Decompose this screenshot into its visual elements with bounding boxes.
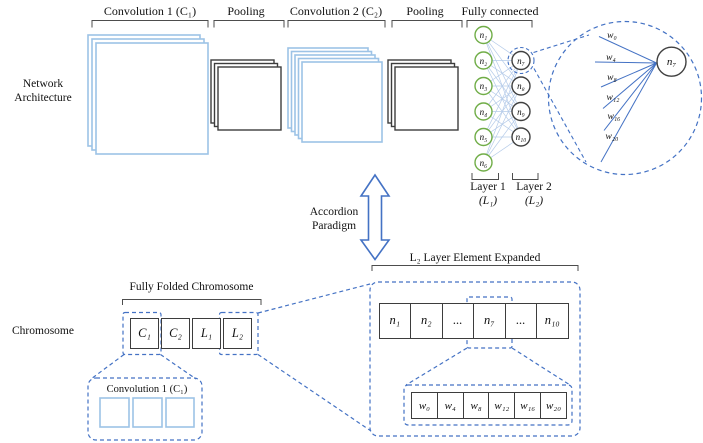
n7-lens-circle bbox=[507, 46, 535, 75]
pooling2-feature-maps bbox=[387, 59, 459, 131]
layer2-node-circles bbox=[511, 50, 531, 147]
node-label-n5: n₅ bbox=[479, 132, 488, 142]
stage-title-fully-connected: Fully connected bbox=[461, 3, 539, 18]
node-label-n9: n₉ bbox=[517, 106, 525, 117]
bracket-fully-connected bbox=[466, 20, 533, 28]
weight-cell: w₈ bbox=[462, 393, 489, 418]
gene-cell: ... bbox=[441, 303, 474, 338]
bracket-convolution2 bbox=[287, 20, 386, 28]
layer2-caption: Layer 2 bbox=[516, 181, 552, 193]
conv1-feature-maps bbox=[87, 34, 209, 155]
gene-cell: n₇ bbox=[473, 303, 505, 338]
stage-brackets bbox=[91, 20, 579, 305]
gene-cell: n₂ bbox=[410, 303, 442, 338]
conv1-expanded-box bbox=[87, 377, 203, 441]
weights-expanded-box bbox=[403, 384, 573, 426]
weight-label-w8: w₈ bbox=[607, 73, 617, 83]
network-architecture-label: Network Architecture bbox=[14, 78, 72, 104]
bracket-folded-chromosome bbox=[122, 299, 262, 305]
node-label-n8: n₈ bbox=[517, 81, 525, 91]
layer2-symbol: (L₂) bbox=[524, 194, 544, 207]
bracket-convolution1 bbox=[91, 20, 209, 28]
accordion-caption-line2: Paradigm bbox=[311, 219, 357, 232]
node-label-n6: n₆ bbox=[479, 157, 488, 168]
weight-cell: w₀ bbox=[418, 399, 430, 412]
bracket-l2-expanded bbox=[371, 265, 579, 271]
gene-cell: n₁ bbox=[389, 313, 401, 327]
pooling1-feature-maps bbox=[210, 59, 282, 131]
layer1-symbol: (L₁) bbox=[478, 194, 498, 207]
n7-expansion-lines bbox=[405, 347, 571, 386]
layer1-caption: Layer 1 bbox=[470, 181, 506, 193]
chromosome-cell-c1: C₁ bbox=[130, 317, 159, 349]
weight-cell: w₁₆ bbox=[514, 393, 540, 418]
node-label-n1: n₁ bbox=[479, 30, 488, 40]
weight-label-w20: w₂₀ bbox=[605, 132, 619, 142]
expanded-node-label: n₇ bbox=[666, 55, 677, 68]
weights-row: w₀ w₄ w₈ w₁₂ w₁₆ w₂₀ bbox=[411, 392, 567, 419]
bracket-pooling2 bbox=[391, 20, 463, 28]
bracket-layer1 bbox=[471, 173, 499, 180]
n7-expanded-circle bbox=[656, 46, 687, 77]
accordion-caption-line1: Accordion bbox=[309, 205, 359, 218]
node-label-n3: n₃ bbox=[479, 81, 488, 91]
chromosome-cell-c2: C₂ bbox=[161, 317, 190, 349]
node-label-n7: n₇ bbox=[517, 55, 525, 66]
l2-gene-row: n₁ n₂ ... n₇ ... n₁₀ bbox=[378, 302, 569, 339]
conv2-feature-maps bbox=[287, 47, 383, 143]
conv1-expanded-title: Convolution 1 (C₁) bbox=[106, 383, 188, 395]
weight-label-w4: w₄ bbox=[606, 52, 616, 63]
stage-title-convolution1: Convolution 1 (C₁) bbox=[103, 3, 197, 18]
chromosome-cell-l2: L₂ bbox=[223, 317, 252, 349]
expanded-view-circle bbox=[547, 20, 703, 176]
stage-title-pooling2: Pooling bbox=[406, 3, 444, 18]
node-label-n2: n₂ bbox=[479, 55, 488, 66]
gene-cell: n₁₀ bbox=[536, 303, 568, 338]
node-label-n4: n₄ bbox=[479, 106, 488, 117]
l2-expansion-lines bbox=[257, 283, 372, 432]
chromosome-label: Chromosome bbox=[12, 324, 74, 337]
l2-expanded-panel-box bbox=[369, 281, 581, 437]
layer1-node-circles bbox=[474, 25, 493, 172]
weight-cell: w₄ bbox=[436, 393, 463, 418]
stage-title-convolution2: Convolution 2 (C₂) bbox=[289, 3, 383, 18]
l2-expanded-title: L₂ Layer Element Expanded bbox=[409, 251, 541, 264]
accordion-arrow bbox=[359, 173, 391, 261]
weight-label-w0: w₀ bbox=[607, 31, 617, 41]
c1-highlight-box bbox=[122, 311, 162, 356]
bracket-layer2 bbox=[512, 173, 539, 180]
chromosome-cell-l1: L₁ bbox=[192, 317, 221, 349]
lens-connector-lines bbox=[533, 34, 590, 163]
weight-cell: w₂₀ bbox=[540, 393, 566, 418]
stage-title-pooling1: Pooling bbox=[227, 3, 265, 18]
folded-chromosome-title: Fully Folded Chromosome bbox=[129, 280, 254, 293]
node-label-n10: n₁₀ bbox=[515, 132, 527, 142]
n7-cell-highlight-box bbox=[466, 296, 513, 349]
weight-label-w16: w₁₆ bbox=[607, 112, 621, 122]
weight-lines bbox=[594, 36, 657, 163]
c1-expansion-lines bbox=[90, 354, 197, 380]
gene-cell: ... bbox=[504, 303, 537, 338]
bracket-pooling1 bbox=[213, 20, 285, 28]
weight-label-w12: w₁₂ bbox=[606, 92, 620, 103]
weight-cell: w₁₂ bbox=[488, 393, 514, 418]
